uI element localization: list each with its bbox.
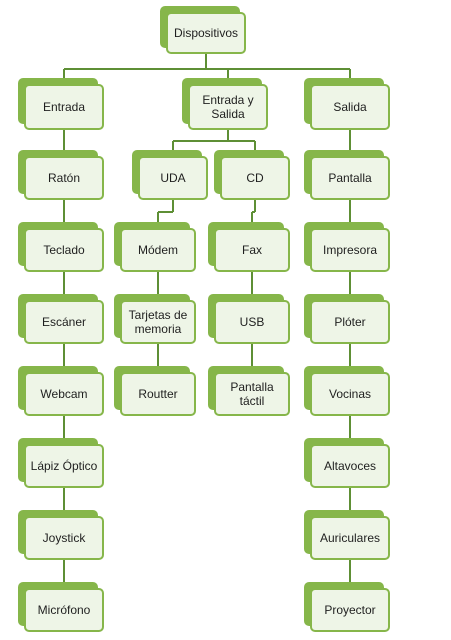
- item-node-webcam: Webcam: [18, 366, 104, 416]
- item-node-vocinas: Vocinas: [304, 366, 390, 416]
- root-node-dispositivos-label: Dispositivos: [166, 12, 246, 54]
- item-node-proyector: Proyector: [304, 582, 390, 632]
- item-node-routter: Routter: [114, 366, 196, 416]
- category-node-entrada: Entrada: [18, 78, 104, 130]
- subcategory-node-cd-label: CD: [220, 156, 290, 200]
- item-node-routter-label: Routter: [120, 372, 196, 416]
- item-node-lapiz-optico-label: Lápiz Óptico: [24, 444, 104, 488]
- item-node-usb-label: USB: [214, 300, 290, 344]
- category-node-entrada-y-salida-label: Entrada y Salida: [188, 84, 268, 130]
- subcategory-node-uda: UDA: [132, 150, 208, 200]
- item-node-auriculares-label: Auriculares: [310, 516, 390, 560]
- item-node-pantalla-tactil-label: Pantalla táctil: [214, 372, 290, 416]
- item-node-impresora: Impresora: [304, 222, 390, 272]
- category-node-salida: Salida: [304, 78, 390, 130]
- item-node-proyector-label: Proyector: [310, 588, 390, 632]
- item-node-joystick-label: Joystick: [24, 516, 104, 560]
- item-node-altavoces-label: Altavoces: [310, 444, 390, 488]
- subcategory-node-uda-label: UDA: [138, 156, 208, 200]
- item-node-modem-label: Módem: [120, 228, 196, 272]
- subcategory-node-cd: CD: [214, 150, 290, 200]
- item-node-webcam-label: Webcam: [24, 372, 104, 416]
- item-node-escaner: Escáner: [18, 294, 104, 344]
- item-node-teclado-label: Teclado: [24, 228, 104, 272]
- item-node-impresora-label: Impresora: [310, 228, 390, 272]
- item-node-raton-label: Ratón: [24, 156, 104, 200]
- item-node-pantalla-tactil: Pantalla táctil: [208, 366, 290, 416]
- item-node-tarjetas-de-memoria-label: Tarjetas de memoria: [120, 300, 196, 344]
- item-node-pantalla: Pantalla: [304, 150, 390, 200]
- item-node-fax-label: Fax: [214, 228, 290, 272]
- item-node-microfono: Micrófono: [18, 582, 104, 632]
- item-node-joystick: Joystick: [18, 510, 104, 560]
- item-node-auriculares: Auriculares: [304, 510, 390, 560]
- category-node-entrada-label: Entrada: [24, 84, 104, 130]
- root-node-dispositivos: Dispositivos: [160, 6, 246, 54]
- item-node-modem: Módem: [114, 222, 196, 272]
- item-node-vocinas-label: Vocinas: [310, 372, 390, 416]
- item-node-escaner-label: Escáner: [24, 300, 104, 344]
- item-node-microfono-label: Micrófono: [24, 588, 104, 632]
- item-node-ploter-label: Plóter: [310, 300, 390, 344]
- item-node-raton: Ratón: [18, 150, 104, 200]
- category-node-entrada-y-salida: Entrada y Salida: [182, 78, 268, 130]
- item-node-altavoces: Altavoces: [304, 438, 390, 488]
- item-node-fax: Fax: [208, 222, 290, 272]
- item-node-lapiz-optico: Lápiz Óptico: [18, 438, 104, 488]
- item-node-teclado: Teclado: [18, 222, 104, 272]
- item-node-usb: USB: [208, 294, 290, 344]
- item-node-tarjetas-de-memoria: Tarjetas de memoria: [114, 294, 196, 344]
- category-node-salida-label: Salida: [310, 84, 390, 130]
- item-node-pantalla-label: Pantalla: [310, 156, 390, 200]
- item-node-ploter: Plóter: [304, 294, 390, 344]
